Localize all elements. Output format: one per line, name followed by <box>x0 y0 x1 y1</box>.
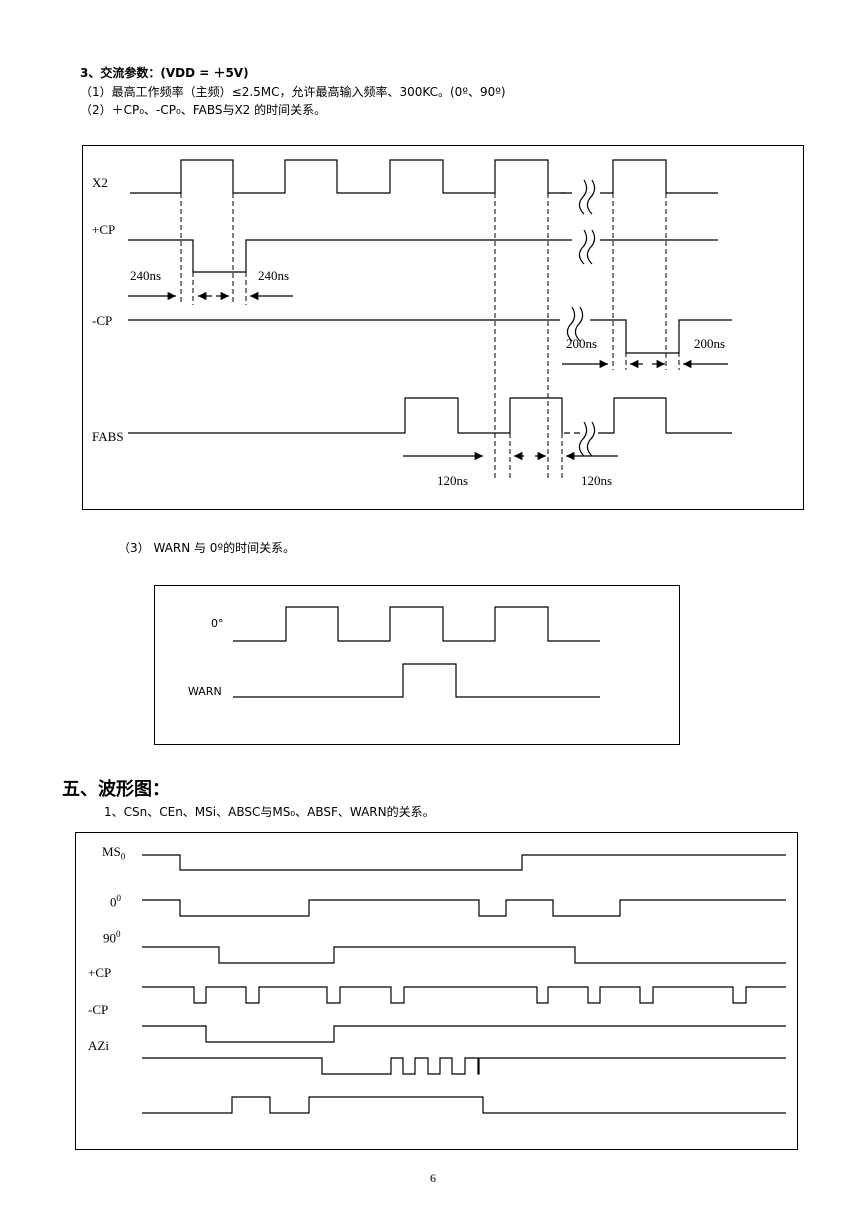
signal-label-x2: X2 <box>92 175 108 190</box>
warn-relation-line: （3） WARN 与 0º的时间关系。 <box>118 541 296 555</box>
ninety-superscript: 0 <box>116 929 121 939</box>
timing-label-120ns-left: 120ns <box>437 473 469 488</box>
signal-label-warn: WARN <box>188 685 222 698</box>
ninety-text: 90 <box>103 930 116 946</box>
signal-label-zero: 00 <box>110 893 122 910</box>
zero-text: 0 <box>110 894 117 910</box>
signal-label-pcp-3: +CP <box>88 965 112 980</box>
waveform-zero-deg <box>233 606 600 642</box>
timing-label-240ns-left: 240ns <box>130 268 162 283</box>
waveform-x2 <box>130 159 572 194</box>
timing-label-200ns-left: 200ns <box>566 336 598 351</box>
waveform-ninety <box>142 946 786 964</box>
max-frequency-line: （1）最高工作频率（主频）≤2.5MC，允许最高输入频率、300KC。(0º、9… <box>80 85 506 99</box>
waveform-bottom <box>142 1096 786 1114</box>
signal-label-pcp: +CP <box>92 222 116 237</box>
waveform-warn <box>233 663 600 698</box>
waveform-pcp <box>128 239 572 273</box>
signal-label-ncp-3: -CP <box>88 1002 109 1017</box>
waveform-diagram-frame <box>75 832 798 1150</box>
ms0-subscript: 0 <box>120 851 126 862</box>
signal-label-azi: AZi <box>88 1038 109 1053</box>
break-mark <box>578 179 596 215</box>
waveform-fabs <box>128 397 563 434</box>
ms0-text: MS <box>102 844 121 859</box>
zero-superscript: 0 <box>116 893 122 903</box>
timing-diagram-warn-frame <box>154 585 680 745</box>
waveform-pcp-3 <box>142 986 786 1004</box>
timing-label-200ns-right: 200ns <box>694 336 726 351</box>
section-5-subtitle: 1、CSn、CEn、MSi、ABSC与MS₀、ABSF、WARN的关系。 <box>104 805 435 819</box>
waveform-x2-tail <box>600 159 718 194</box>
signal-label-ncp: -CP <box>92 313 113 328</box>
timing-label-240ns-right: 240ns <box>258 268 290 283</box>
signal-label-ms0: MS0 <box>102 845 125 862</box>
signal-label-fabs: FABS <box>92 429 124 444</box>
waveform-azi <box>142 1057 786 1075</box>
section-3-title: 3、交流参数：(VDD = ＋5V) <box>80 66 249 80</box>
page-number: 6 <box>430 1171 436 1185</box>
timing-diagram-x2-frame <box>82 145 804 510</box>
signal-label-ninety: 900 <box>103 929 121 946</box>
waveform-ncp-3 <box>142 1025 786 1043</box>
timing-label-120ns-right: 120ns <box>581 473 613 488</box>
waveform-ms0 <box>142 854 786 871</box>
section-5-title: 五、波形图： <box>62 779 170 800</box>
waveform-zero <box>142 899 786 917</box>
timing-relation-line: （2）＋CP₀、-CP₀、FABS与X2 的时间关系。 <box>80 103 327 117</box>
signal-label-zero-deg: 0° <box>211 617 224 630</box>
